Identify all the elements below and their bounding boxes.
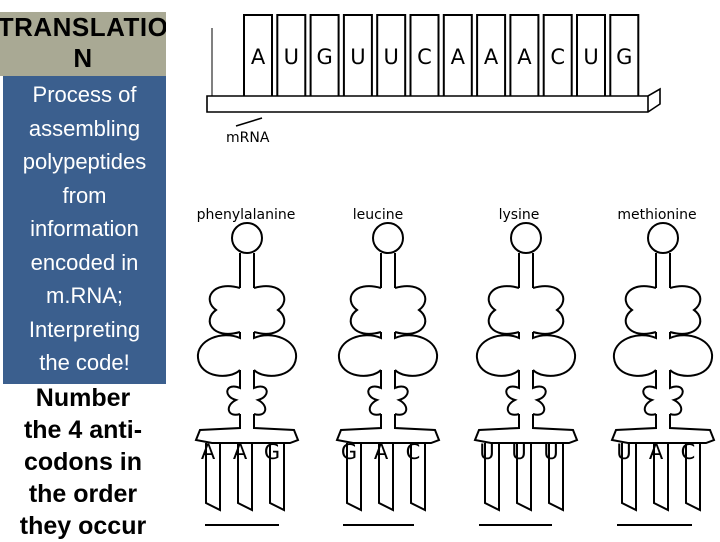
amino-acid-label: methionine — [617, 207, 696, 223]
mrna-base-slot — [342, 14, 373, 96]
instruction-line: the 4 anti- — [23, 416, 143, 444]
mrna-base-slot — [576, 14, 606, 96]
definition-line: from — [62, 182, 107, 208]
amino-acid-label: phenylalanine — [197, 207, 296, 223]
trna-molecule — [474, 222, 578, 511]
amino-acid-label: lysine — [499, 207, 540, 223]
mrna-base-slot — [476, 14, 507, 96]
mrna-base-slot — [409, 14, 440, 96]
definition-line: assembling — [28, 115, 141, 141]
mrna-base-slot — [309, 14, 340, 96]
definition-line: information — [30, 216, 139, 241]
mrna-base-slot — [609, 14, 640, 96]
anticodon-base: A — [374, 440, 389, 464]
mrna-base-slot — [376, 14, 407, 96]
anticodon-base: A — [201, 440, 216, 464]
mrna-base-slot — [243, 14, 273, 96]
trna-molecule — [195, 222, 299, 511]
trna-leucine: leucine G A C — [336, 207, 440, 526]
anticodon-base: A — [649, 440, 664, 464]
mrna-base: A — [517, 45, 532, 69]
mrna-base-slot — [276, 14, 307, 96]
instruction-line: Number — [35, 384, 131, 412]
anticodon-base: C — [406, 440, 421, 464]
mrna-base: C — [550, 45, 565, 69]
mrna-base: A — [251, 45, 266, 69]
mrna-base: A — [484, 45, 499, 69]
instruction-line: codons in — [23, 448, 143, 476]
trna-phenylalanine: phenylalanine A A G — [195, 207, 299, 526]
slide-title: TRANSLATIO N — [0, 12, 166, 73]
mrna-label: mRNA — [226, 130, 270, 146]
anticodon-base: U — [511, 440, 526, 464]
definition-line: Process of — [32, 82, 137, 107]
instruction-line: the order — [28, 480, 138, 508]
mrna-base: C — [417, 45, 432, 69]
trna-molecule — [611, 222, 715, 511]
definition-line: encoded in — [30, 249, 139, 275]
amino-acid-label: leucine — [353, 207, 403, 223]
trna-molecule — [336, 222, 440, 511]
anticodon-base: C — [681, 440, 696, 464]
trna-lysine: lysine U U U — [474, 207, 578, 526]
definition-line: polypeptides — [22, 149, 147, 174]
mrna-base: G — [316, 45, 332, 69]
anticodon-base: U — [479, 440, 494, 464]
mrna-base: G — [616, 45, 632, 69]
definition-line: the code! — [39, 350, 130, 375]
mrna-base: U — [583, 45, 598, 69]
anticodon-base: U — [616, 440, 631, 464]
mrna-base: U — [384, 45, 399, 69]
mrna-base: U — [284, 45, 299, 69]
mrna-base-slot — [542, 14, 573, 96]
definition-box: Process of assembling polypeptides from … — [3, 76, 166, 384]
anticodon-base: U — [543, 440, 558, 464]
mrna-base: A — [451, 45, 466, 69]
mrna-pointer-line — [235, 117, 263, 127]
anticodon-base: G — [341, 440, 357, 464]
trna-methionine: methionine U A C — [611, 207, 715, 526]
instruction-line: they occur — [19, 512, 147, 540]
instruction-text: Number the 4 anti- codons in the order t… — [0, 382, 166, 542]
definition-line: Interpreting — [28, 316, 141, 342]
anticodon-base: G — [264, 440, 280, 464]
mrna-base-slot — [442, 14, 473, 96]
mrna-base: U — [350, 45, 365, 69]
title-box: TRANSLATIO N — [0, 12, 166, 76]
definition-line: m.RNA; — [46, 283, 123, 308]
mrna-base-slot — [509, 14, 540, 96]
anticodon-base: A — [233, 440, 248, 464]
